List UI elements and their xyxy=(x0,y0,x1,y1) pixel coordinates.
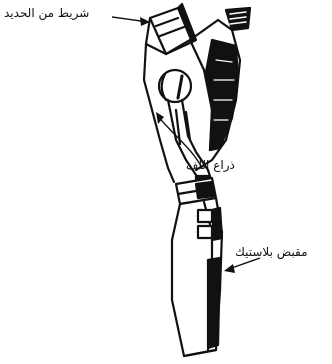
steel-strip xyxy=(146,4,196,54)
label-winding-arm: ذراع اللف xyxy=(186,158,235,172)
head-ribs xyxy=(226,8,250,30)
label-plastic-handle: مقبض بلاستيك xyxy=(235,245,308,259)
winding-knob xyxy=(159,70,191,102)
label-steel-strip: شريط من الحديد xyxy=(4,6,89,20)
arrowhead-plastic-handle xyxy=(224,264,235,273)
plastic-handle xyxy=(172,198,222,356)
